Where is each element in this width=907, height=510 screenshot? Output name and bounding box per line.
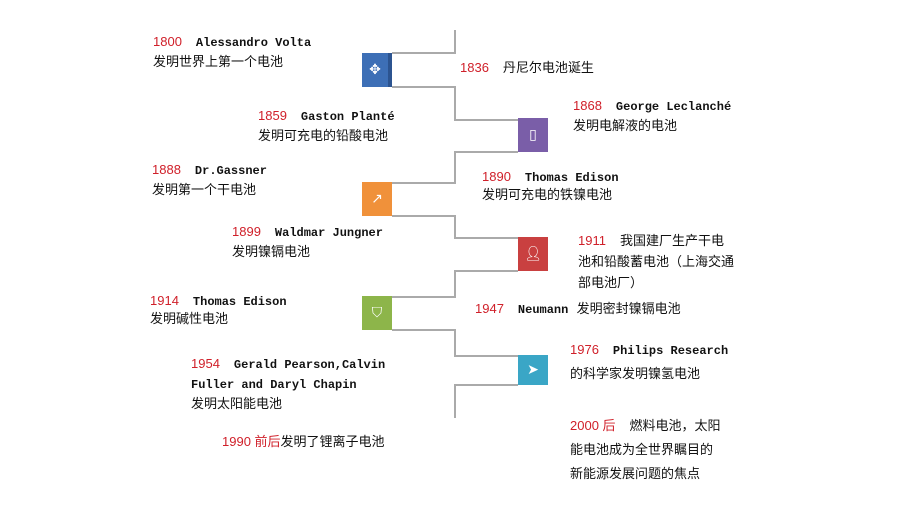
- shield-icon: ⛉: [362, 296, 392, 330]
- event-2000: 2000 后燃料电池，太阳能电池成为全世界瞩目的新能源发展问题的焦点: [570, 418, 721, 482]
- trend-icon: ↗: [362, 182, 392, 216]
- navigation-icon: ➤: [518, 355, 548, 385]
- puzzle-icon: ✥: [362, 53, 392, 87]
- user-icon: 👤︎: [518, 237, 548, 271]
- book-icon: ▯: [518, 118, 548, 152]
- event-1990: 1990 前后发明了锂离子电池: [222, 434, 385, 450]
